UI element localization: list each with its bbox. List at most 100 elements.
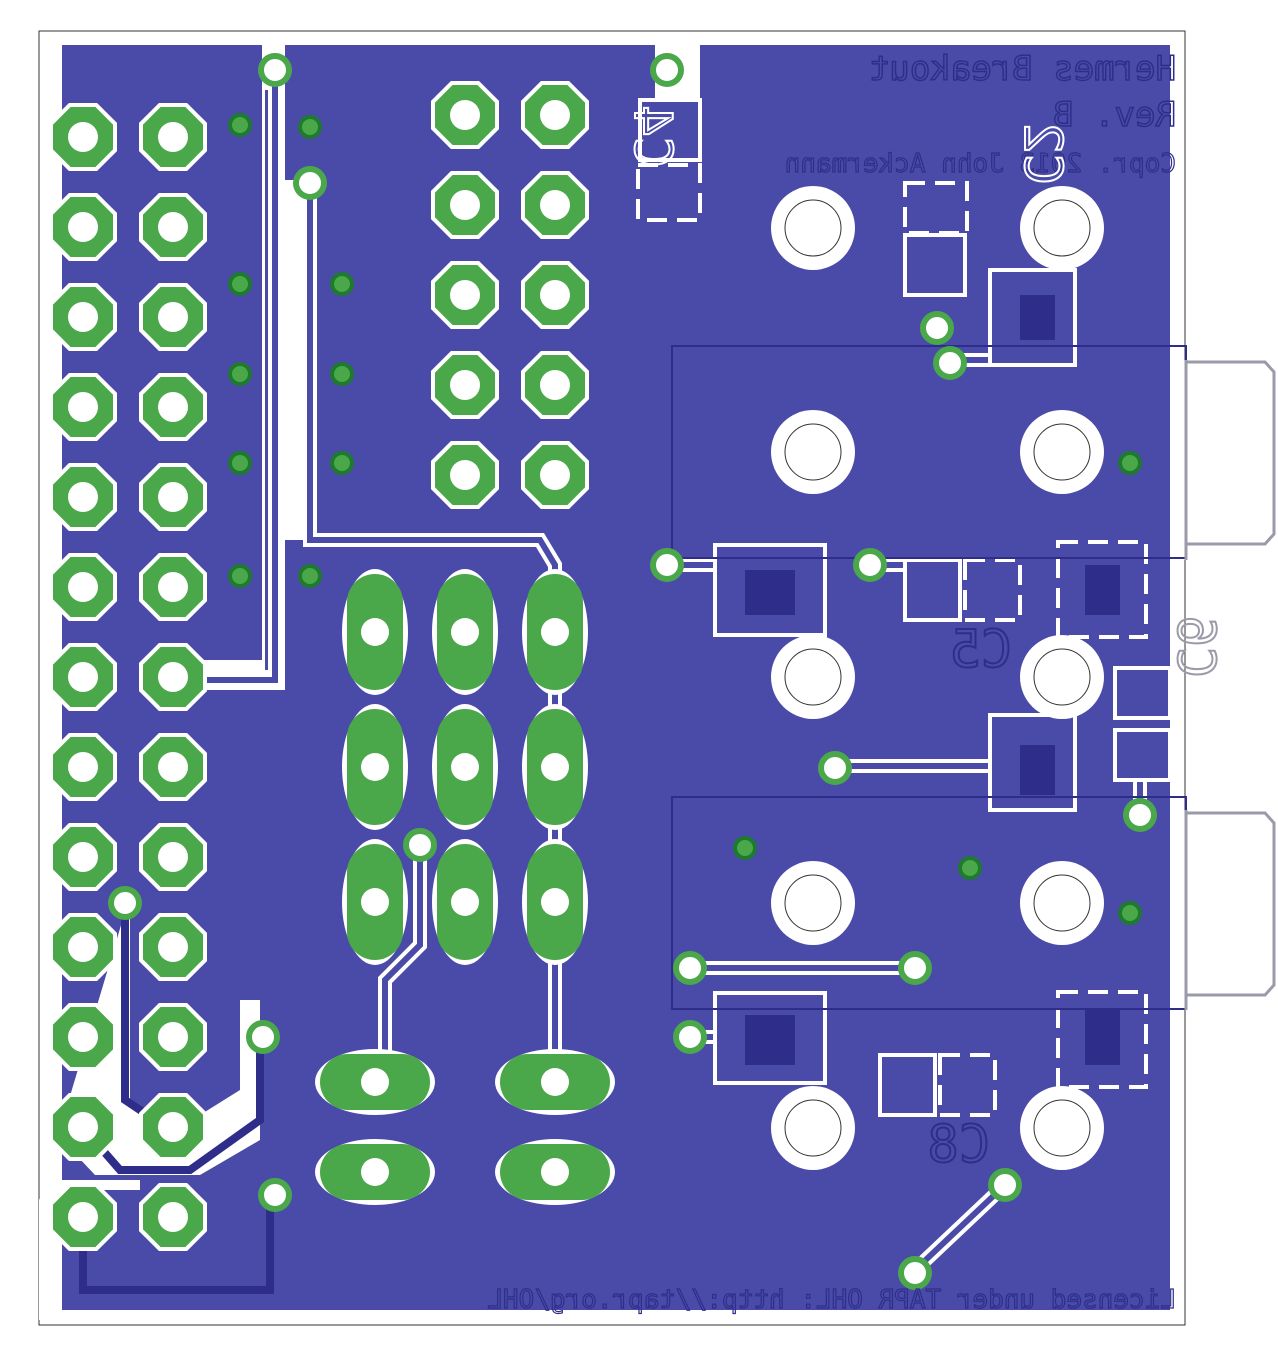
copper-pour (62, 45, 1170, 1310)
via-10 (673, 951, 707, 985)
board-title: Hermes Breakout (869, 49, 1176, 89)
header-pad-b13-drill (158, 1202, 188, 1232)
oval-pad-s3-drill (361, 1158, 389, 1186)
via-2 (293, 166, 327, 200)
via-17 (988, 1168, 1022, 1202)
oval-pad-s2-drill (541, 1068, 569, 1096)
via-7 (853, 548, 887, 582)
header-pad-b3-drill (158, 302, 188, 332)
designator-c2: C2 (1012, 122, 1072, 185)
header-pad-a9-drill (68, 842, 98, 872)
via-19 (228, 113, 252, 137)
header-pad-b7-drill (158, 662, 188, 692)
header-pad-a10-drill (68, 932, 98, 962)
oval-pad-s1-drill (361, 1068, 389, 1096)
via-3 (650, 53, 684, 87)
via-25 (228, 451, 252, 475)
via-4 (920, 311, 954, 345)
designators: C4 C2 C5 C6 C8 (621, 104, 1226, 1176)
mid-pad-b3-drill (540, 280, 570, 310)
silkscreen-text: Hermes Breakout Rev. B Copr. 2013 John A… (487, 48, 1177, 1315)
via-27 (228, 564, 252, 588)
oval-pad-r2c1-drill (361, 753, 389, 781)
header-pad-b8-drill (158, 752, 188, 782)
via-18 (898, 1256, 932, 1290)
via-22 (330, 272, 354, 296)
via-28 (298, 564, 322, 588)
via-6 (650, 548, 684, 582)
header-pad-a2-drill (68, 212, 98, 242)
oval-pad-r2c2-drill (451, 753, 479, 781)
header-pad-b4-drill (158, 392, 188, 422)
via-14 (108, 886, 142, 920)
header-pad-a11-drill (68, 1022, 98, 1052)
via-16 (258, 1178, 292, 1212)
via-23 (228, 362, 252, 386)
header-pad-b9-drill (158, 842, 188, 872)
via-1 (258, 53, 292, 87)
mid-pad-a4-drill (450, 370, 480, 400)
via-5 (933, 346, 967, 380)
via-20 (298, 115, 322, 139)
via-9 (1123, 798, 1157, 832)
smd-pad-dark (745, 295, 1120, 1065)
oval-pad-r3c2-drill (451, 888, 479, 916)
dashed-pads (636, 163, 1148, 1117)
via-26 (330, 451, 354, 475)
designator-c6: C6 (1165, 615, 1225, 678)
via-32 (1118, 901, 1142, 925)
middle-header-pads (431, 81, 589, 509)
board-copyright: Copr. 2013 John Ackermann (785, 149, 1176, 179)
header-pad-a4-drill (68, 392, 98, 422)
oval-pad-s4-drill (541, 1158, 569, 1186)
mid-pad-a2-drill (450, 190, 480, 220)
via-13 (403, 828, 437, 862)
header-pad-a3-drill (68, 302, 98, 332)
header-pad-b1-drill (158, 122, 188, 152)
mid-pad-b1-drill (540, 100, 570, 130)
via-11 (898, 951, 932, 985)
via-15 (246, 1020, 280, 1054)
mid-pad-a1-drill (450, 100, 480, 130)
mid-pad-b2-drill (540, 190, 570, 220)
header-pad-b12-drill (158, 1112, 188, 1142)
oval-pads (315, 569, 615, 1205)
board-revision: Rev. B (1053, 95, 1176, 135)
via-21 (228, 272, 252, 296)
oval-pad-r1c2-drill (451, 618, 479, 646)
oval-pad-r3c1-drill (361, 888, 389, 916)
via-31 (958, 856, 982, 880)
header-pad-b11-drill (158, 1022, 188, 1052)
header-pad-a6-drill (68, 572, 98, 602)
header-pad-a1-drill (68, 122, 98, 152)
header-pad-b2-drill (158, 212, 188, 242)
board-license: Licensed under TAPR OHL: http://tapr.org… (487, 1285, 1176, 1315)
oval-pad-r1c1-drill (361, 618, 389, 646)
via-30 (733, 836, 757, 860)
designator-c8: C8 (927, 1115, 990, 1175)
mid-pad-a3-drill (450, 280, 480, 310)
header-pad-a13-drill (68, 1202, 98, 1232)
via-29 (1118, 451, 1142, 475)
designator-c5: C5 (949, 620, 1012, 680)
via-12 (673, 1020, 707, 1054)
oval-pad-r2c3-drill (541, 753, 569, 781)
header-pads (49, 103, 207, 1251)
mid-pad-a5-drill (450, 460, 480, 490)
header-pad-a7-drill (68, 662, 98, 692)
header-pad-b5-drill (158, 482, 188, 512)
header-pad-a8-drill (68, 752, 98, 782)
header-pad-b6-drill (158, 572, 188, 602)
header-pad-b10-drill (158, 932, 188, 962)
via-8 (818, 751, 852, 785)
via-24 (330, 362, 354, 386)
designator-c4: C4 (622, 105, 682, 168)
mid-pad-b5-drill (540, 460, 570, 490)
trace-clearance-2 (285, 180, 303, 540)
header-pad-a12-drill (68, 1112, 98, 1142)
oval-pad-r3c3-drill (541, 888, 569, 916)
header-pad-a5-drill (68, 482, 98, 512)
oval-pad-r1c3-drill (541, 618, 569, 646)
mid-pad-b4-drill (540, 370, 570, 400)
